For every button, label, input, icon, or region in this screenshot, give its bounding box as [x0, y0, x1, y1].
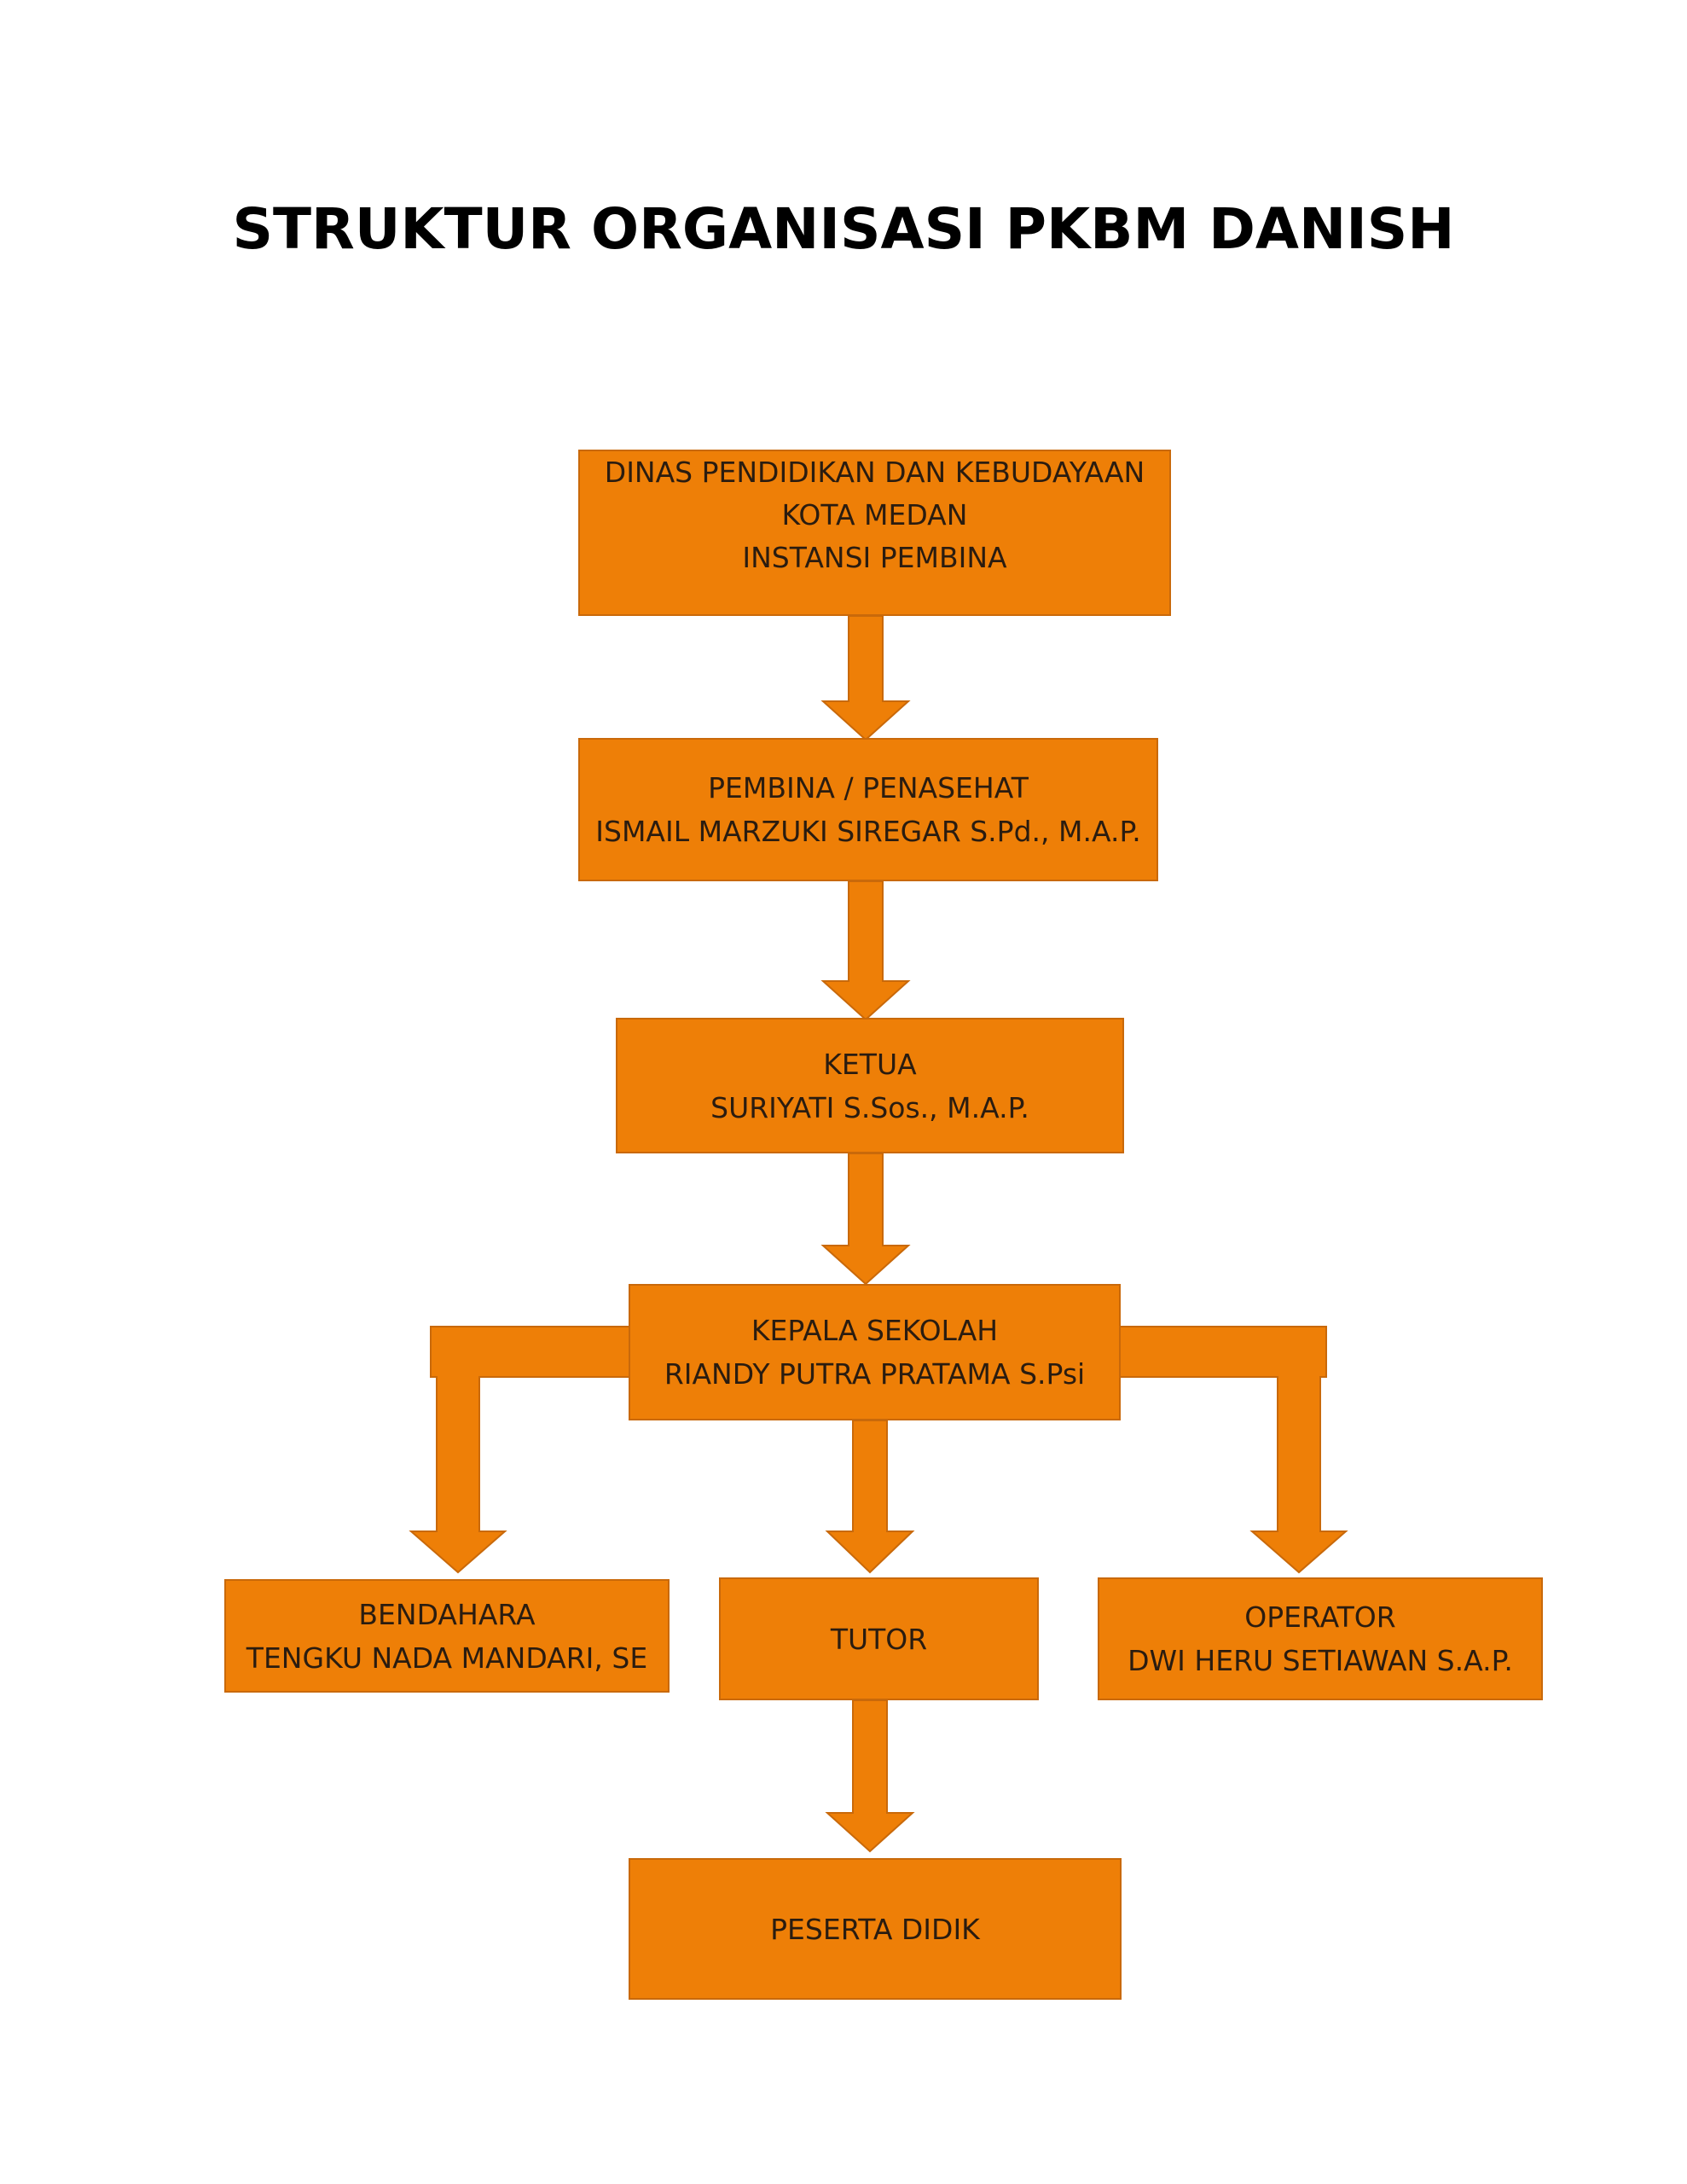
- arrow-ketua-to-kepala: [820, 1153, 911, 1286]
- page-title: STRUKTUR ORGANISASI PKBM DANISH: [232, 196, 1455, 262]
- node-kepala-line-1: KEPALA SEKOLAH: [751, 1314, 999, 1347]
- node-dinas-line-2: KOTA MEDAN: [781, 498, 968, 531]
- node-peserta-didik: PESERTA DIDIK: [629, 1858, 1122, 2000]
- node-tutor-line-1: TUTOR: [830, 1622, 928, 1656]
- node-operator-line-2: DWI HERU SETIAWAN S.A.P.: [1128, 1644, 1513, 1677]
- arrow-kepala-to-bendahara: [409, 1326, 632, 1574]
- node-ketua: KETUA SURIYATI S.Sos., M.A.P.: [616, 1018, 1124, 1153]
- node-operator-line-1: OPERATOR: [1244, 1600, 1396, 1634]
- arrow-pembina-to-ketua: [820, 880, 911, 1021]
- node-dinas: DINAS PENDIDIKAN DAN KEBUDAYAAN KOTA MED…: [578, 450, 1171, 616]
- arrow-kepala-to-operator: [1119, 1326, 1348, 1574]
- node-pembina-line-1: PEMBINA / PENASEHAT: [708, 771, 1029, 804]
- node-ketua-line-2: SURIYATI S.Sos., M.A.P.: [710, 1090, 1029, 1124]
- node-peserta-line-1: PESERTA DIDIK: [770, 1912, 980, 1946]
- node-ketua-line-1: KETUA: [823, 1047, 917, 1081]
- node-bendahara-line-2: TENGKU NADA MANDARI, SE: [246, 1641, 648, 1675]
- node-dinas-line-3: INSTANSI PEMBINA: [742, 541, 1007, 574]
- node-kepala-line-2: RIANDY PUTRA PRATAMA S.Psi: [664, 1357, 1086, 1391]
- node-pembina-line-2: ISMAIL MARZUKI SIREGAR S.Pd., M.A.P.: [595, 815, 1141, 848]
- arrow-dinas-to-pembina: [820, 615, 911, 741]
- arrow-tutor-to-peserta: [825, 1699, 915, 1853]
- arrow-kepala-to-tutor: [825, 1420, 915, 1574]
- node-bendahara: BENDAHARA TENGKU NADA MANDARI, SE: [224, 1579, 670, 1693]
- node-kepala-sekolah: KEPALA SEKOLAH RIANDY PUTRA PRATAMA S.Ps…: [629, 1284, 1121, 1420]
- node-dinas-line-1: DINAS PENDIDIKAN DAN KEBUDAYAAN: [604, 456, 1145, 489]
- node-pembina: PEMBINA / PENASEHAT ISMAIL MARZUKI SIREG…: [578, 738, 1158, 881]
- node-tutor: TUTOR: [719, 1577, 1039, 1700]
- node-operator: OPERATOR DWI HERU SETIAWAN S.A.P.: [1098, 1577, 1543, 1700]
- node-bendahara-line-1: BENDAHARA: [358, 1597, 536, 1631]
